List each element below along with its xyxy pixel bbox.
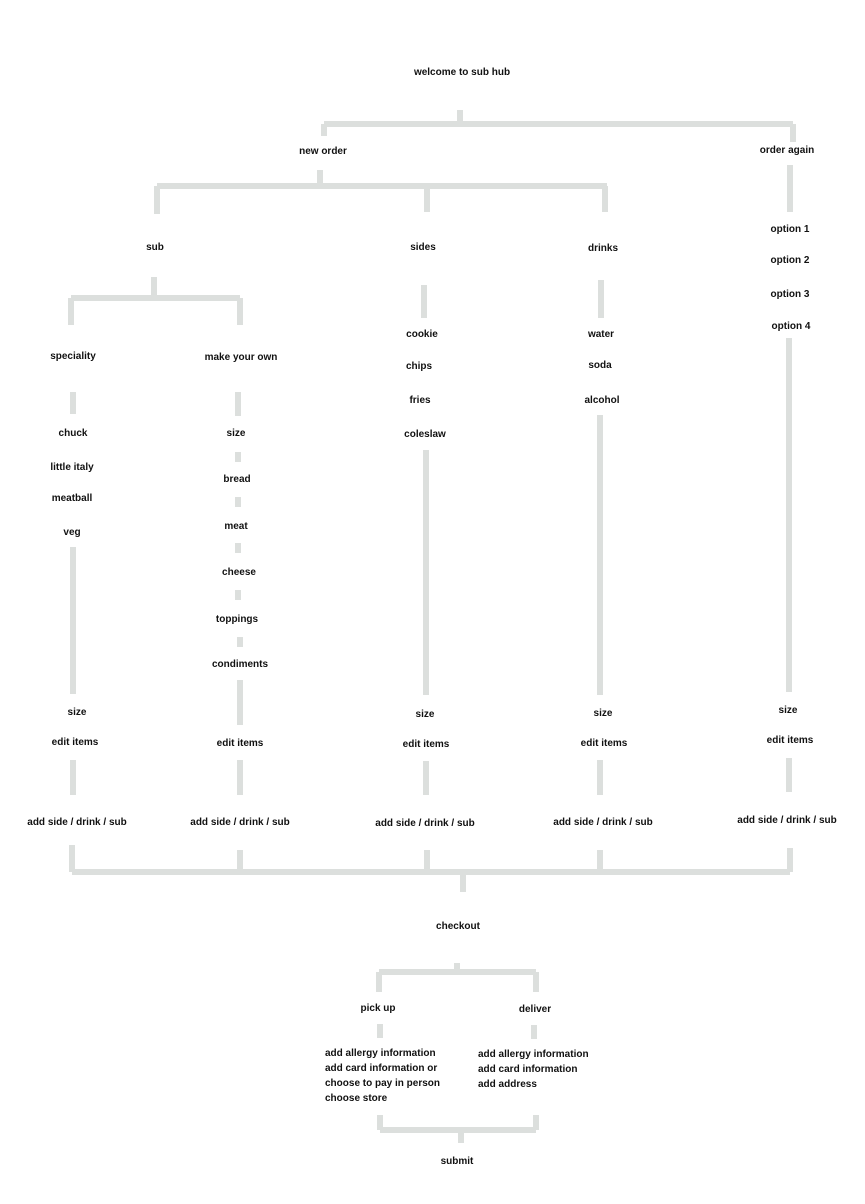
pick-up-steps: add allergy information add card informa… xyxy=(325,1046,440,1106)
node-size: size xyxy=(778,705,798,716)
node-speciality-item: meatball xyxy=(51,493,93,504)
deliver-step: add address xyxy=(478,1079,537,1090)
node-option: option 2 xyxy=(770,255,810,266)
node-make-your-own: make your own xyxy=(204,352,278,363)
node-add-more: add side / drink / sub xyxy=(190,817,290,828)
node-drink-item: alcohol xyxy=(584,395,620,406)
node-side-item: fries xyxy=(409,395,431,406)
node-sides: sides xyxy=(410,242,436,253)
node-option: option 3 xyxy=(770,289,810,300)
node-side-item: cookie xyxy=(406,329,438,340)
node-edit-items: edit items xyxy=(580,738,628,749)
pick-up-step: add card information or xyxy=(325,1063,438,1074)
pick-up-step: add allergy information xyxy=(325,1048,436,1059)
node-size: size xyxy=(593,708,613,719)
diagram-title: welcome to sub hub xyxy=(413,67,511,78)
node-speciality-item: little italy xyxy=(50,462,94,473)
node-build-step: toppings xyxy=(215,614,259,625)
node-new-order: new order xyxy=(299,146,347,157)
node-size: size xyxy=(415,709,435,720)
node-drink-item: water xyxy=(587,329,615,340)
node-edit-items: edit items xyxy=(766,735,814,746)
node-drinks: drinks xyxy=(587,243,619,254)
node-build-step: condiments xyxy=(211,659,269,670)
node-option: option 4 xyxy=(771,321,811,332)
deliver-steps: add allergy information add card informa… xyxy=(478,1047,589,1092)
node-edit-items: edit items xyxy=(216,738,264,749)
node-deliver: deliver xyxy=(518,1004,552,1015)
node-build-step: meat xyxy=(224,521,248,532)
node-side-item: coleslaw xyxy=(404,429,446,440)
deliver-step: add allergy information xyxy=(478,1049,589,1060)
node-speciality-item: chuck xyxy=(58,428,88,439)
node-add-more: add side / drink / sub xyxy=(737,815,837,826)
node-pick-up: pick up xyxy=(360,1003,396,1014)
node-build-step: cheese xyxy=(222,567,256,578)
node-edit-items: edit items xyxy=(402,739,450,750)
node-build-step: bread xyxy=(223,474,251,485)
node-speciality-item: veg xyxy=(63,527,81,538)
node-size: size xyxy=(67,707,87,718)
node-drink-item: soda xyxy=(588,360,612,371)
node-build-step: size xyxy=(226,428,246,439)
node-submit: submit xyxy=(440,1156,474,1167)
deliver-step: add card information xyxy=(478,1064,578,1075)
node-add-more: add side / drink / sub xyxy=(553,817,653,828)
node-checkout: checkout xyxy=(436,921,480,932)
node-add-more: add side / drink / sub xyxy=(27,817,127,828)
node-add-more: add side / drink / sub xyxy=(375,818,475,829)
node-edit-items: edit items xyxy=(51,737,99,748)
pick-up-step: choose store xyxy=(325,1093,388,1104)
node-side-item: chips xyxy=(405,361,433,372)
node-sub: sub xyxy=(146,242,164,253)
node-option: option 1 xyxy=(770,224,810,235)
pick-up-step: choose to pay in person xyxy=(325,1078,441,1089)
node-speciality: speciality xyxy=(50,351,96,362)
node-order-again: order again xyxy=(759,145,815,156)
